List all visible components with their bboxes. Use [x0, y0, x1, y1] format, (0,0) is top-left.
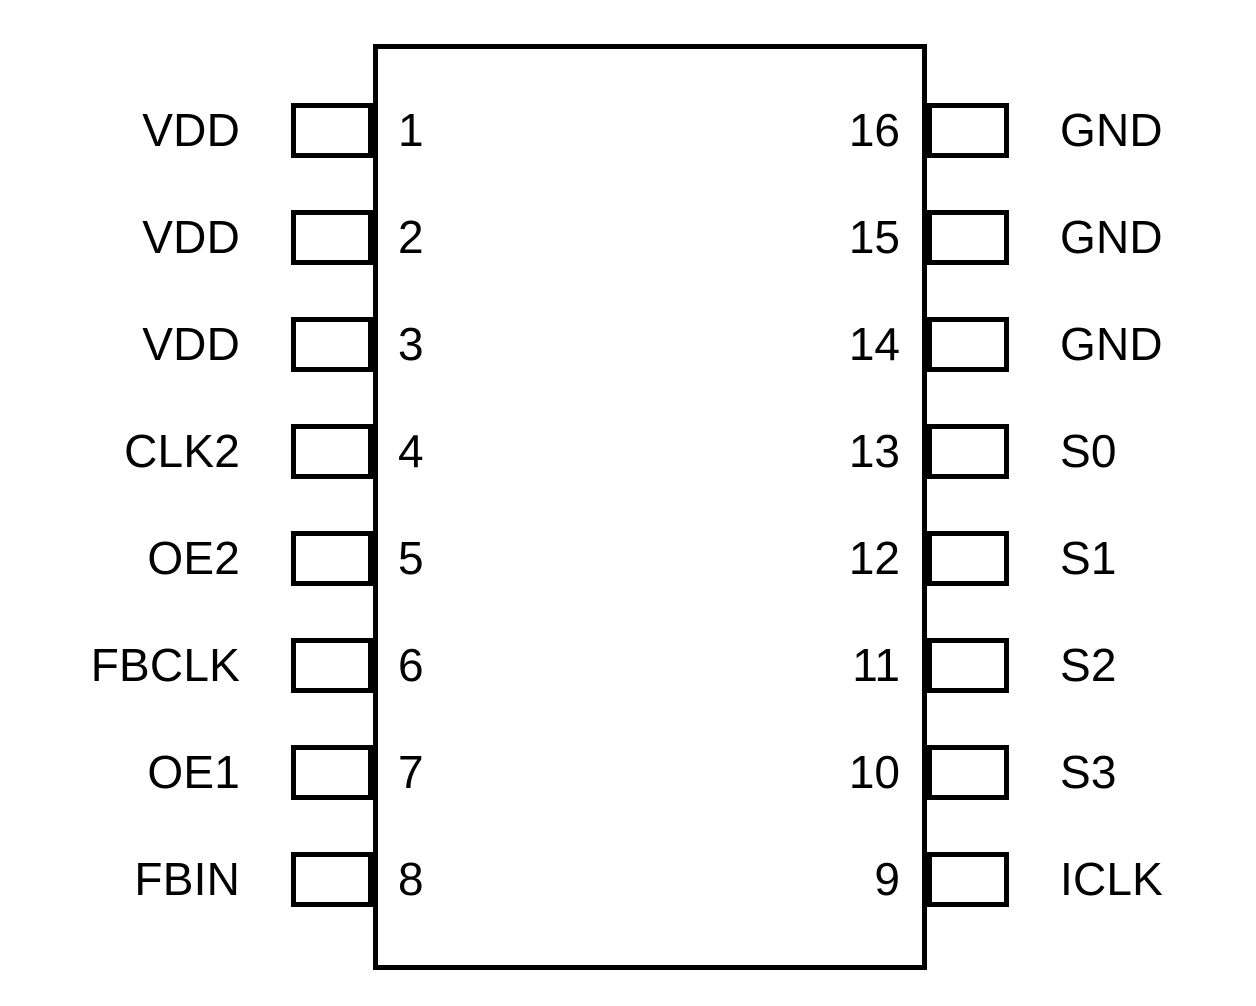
pin-lead-3[interactable]	[291, 317, 373, 372]
pin-label-gnd-16: GND	[1060, 104, 1163, 156]
pin-lead-14[interactable]	[927, 317, 1009, 372]
pin-lead-16[interactable]	[927, 103, 1009, 158]
pin-number-3: 3	[398, 318, 424, 370]
pin-label-oe2-5: OE2	[147, 532, 240, 584]
pin-number-8: 8	[398, 853, 424, 905]
pin-label-s3-10: S3	[1060, 746, 1117, 798]
pin-lead-11[interactable]	[927, 638, 1009, 693]
pin-number-12: 12	[848, 532, 900, 584]
pin-number-7: 7	[398, 746, 424, 798]
pin-lead-9[interactable]	[927, 852, 1009, 907]
pin-label-fbin-8: FBIN	[134, 853, 240, 905]
pin-number-13: 13	[848, 425, 900, 477]
pin-lead-1[interactable]	[291, 103, 373, 158]
pin-number-1: 1	[398, 104, 424, 156]
pin-number-2: 2	[398, 211, 424, 263]
pin-lead-12[interactable]	[927, 531, 1009, 586]
pin-number-6: 6	[398, 639, 424, 691]
pin-lead-10[interactable]	[927, 745, 1009, 800]
pin-lead-2[interactable]	[291, 210, 373, 265]
chip-body-outline	[373, 44, 927, 970]
pin-lead-5[interactable]	[291, 531, 373, 586]
pin-label-s1-12: S1	[1060, 532, 1117, 584]
pin-number-11: 11	[852, 639, 900, 691]
pin-lead-13[interactable]	[927, 424, 1009, 479]
pin-label-gnd-14: GND	[1060, 318, 1163, 370]
pin-number-14: 14	[848, 318, 900, 370]
pin-number-4: 4	[398, 425, 424, 477]
pin-number-9: 9	[874, 853, 900, 905]
pin-label-vdd-2: VDD	[142, 211, 240, 263]
pin-label-gnd-15: GND	[1060, 211, 1163, 263]
pin-label-fbclk-6: FBCLK	[90, 639, 240, 691]
pin-label-vdd-3: VDD	[142, 318, 240, 370]
pin-lead-6[interactable]	[291, 638, 373, 693]
pin-number-5: 5	[398, 532, 424, 584]
pin-number-16: 16	[848, 104, 900, 156]
pin-lead-4[interactable]	[291, 424, 373, 479]
pin-number-10: 10	[848, 746, 900, 798]
pin-label-oe1-7: OE1	[147, 746, 240, 798]
pin-lead-8[interactable]	[291, 852, 373, 907]
pin-label-clk2-4: CLK2	[124, 425, 240, 477]
pin-label-s2-11: S2	[1060, 639, 1117, 691]
pin-lead-15[interactable]	[927, 210, 1009, 265]
pin-number-15: 15	[848, 211, 900, 263]
pin-label-iclk-9: ICLK	[1060, 853, 1164, 905]
pin-lead-7[interactable]	[291, 745, 373, 800]
pin-label-vdd-1: VDD	[142, 104, 240, 156]
pin-label-s0-13: S0	[1060, 425, 1117, 477]
